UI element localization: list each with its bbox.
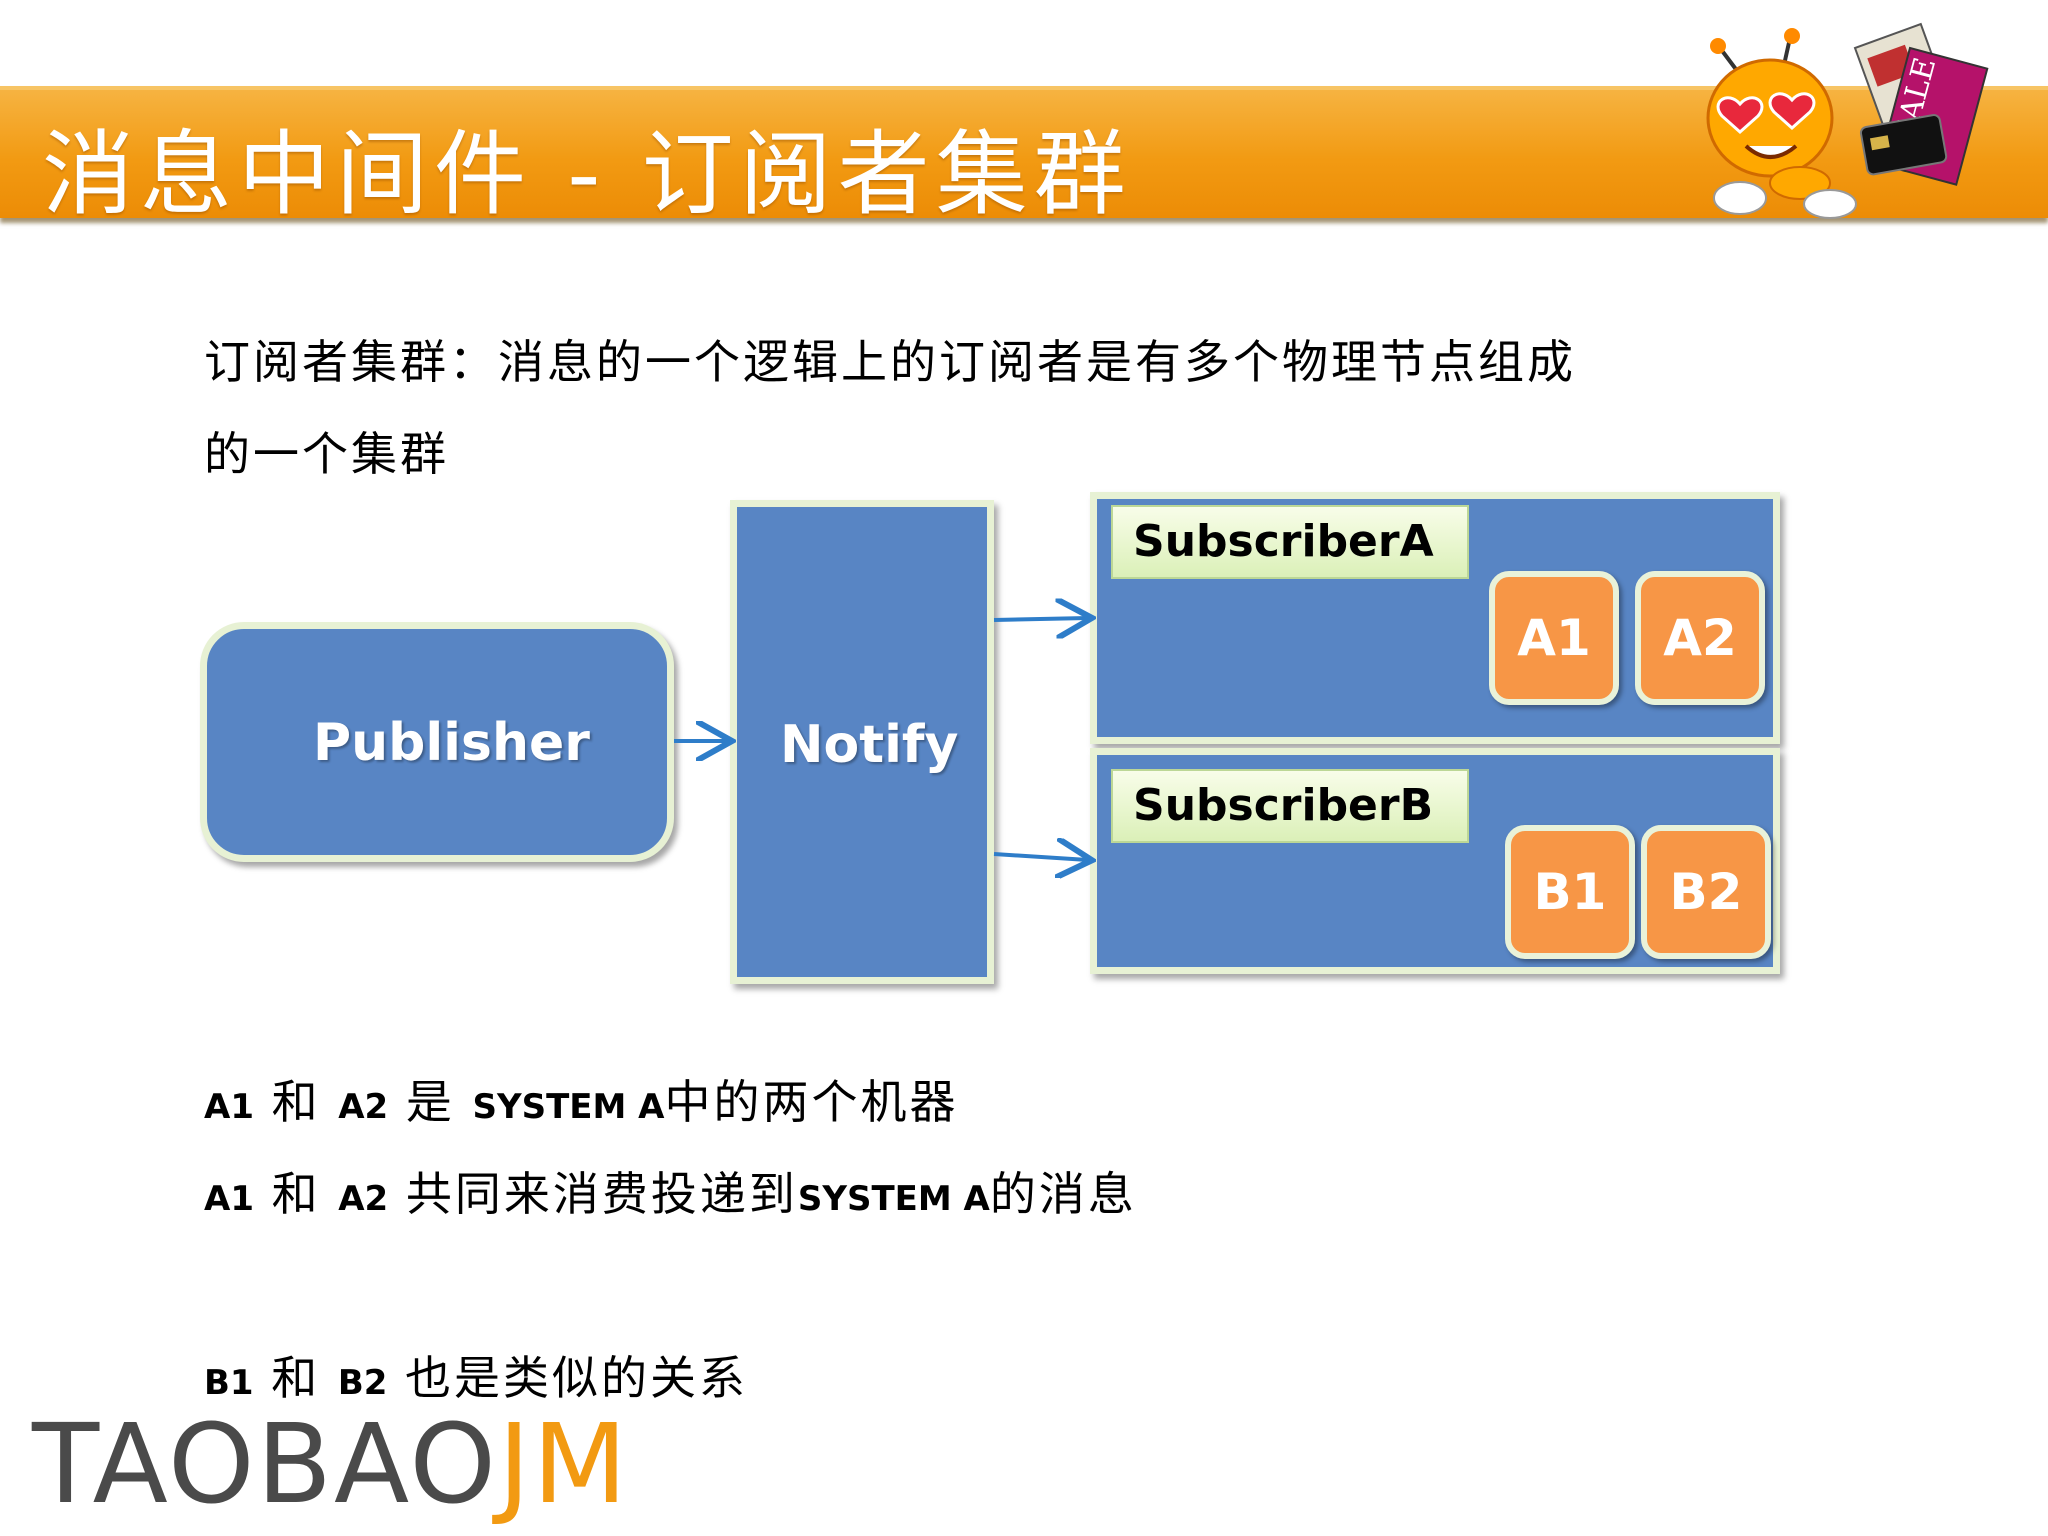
note1-and: 和 <box>271 1075 321 1129</box>
node-b1: B1 <box>1505 825 1635 959</box>
note2-rest: 的消息 <box>989 1167 1137 1221</box>
note2-a1: A1 <box>204 1179 254 1219</box>
note3-and: 和 <box>271 1351 321 1405</box>
node-b2: B2 <box>1641 825 1771 959</box>
subscriber-b-label: SubscriberB <box>1111 769 1469 843</box>
slide-title: 消息中间件 - 订阅者集群 <box>42 121 1132 228</box>
note1-is: 是 <box>405 1075 455 1129</box>
note2-a2: A2 <box>338 1179 389 1219</box>
shopping-mascot-illustration: SALE <box>1706 22 1989 219</box>
title-bar <box>0 86 2048 218</box>
note1-rest: 中的两个机器 <box>664 1075 959 1129</box>
arrow-notify-to-subscriber-a <box>993 618 1088 620</box>
note3-b2: B2 <box>337 1363 388 1403</box>
definition-line-2: 的一个集群 <box>204 427 449 481</box>
note1-a2: A2 <box>338 1087 389 1127</box>
notify-label: Notify <box>780 715 959 775</box>
subscriber-a-label: SubscriberA <box>1111 505 1469 579</box>
note3-rest: 也是类似的关系 <box>405 1351 749 1405</box>
logo-part-taobao: TAOBAO <box>32 1400 498 1528</box>
note1-system: SYSTEM A <box>472 1087 665 1127</box>
logo-part-jm: JM <box>497 1400 630 1528</box>
definition-line-1: 订阅者集群：消息的一个逻辑上的订阅者是有多个物理节点组成 <box>204 335 1576 389</box>
note2-and: 和 <box>271 1167 321 1221</box>
publisher-label: Publisher <box>313 713 590 773</box>
publisher-box: Publisher <box>200 622 674 862</box>
note1-a1: A1 <box>204 1087 254 1127</box>
node-a1: A1 <box>1489 571 1619 705</box>
note2-system: SYSTEM A <box>797 1179 990 1219</box>
taobao-jm-logo: TAOBAOJM <box>32 1400 629 1528</box>
note-line-1: A1 和 A2 是 SYSTEM A中的两个机器 <box>204 1066 958 1132</box>
note3-b1: B1 <box>204 1363 254 1403</box>
subscriber-a-box: SubscriberA A1 A2 <box>1090 492 1780 744</box>
notify-box: Notify <box>730 500 994 984</box>
node-a2: A2 <box>1635 571 1765 705</box>
arrow-notify-to-subscriber-b <box>993 854 1088 860</box>
note-line-3: B1 和 B2 也是类似的关系 <box>204 1342 748 1408</box>
subscriber-b-box: SubscriberB B1 B2 <box>1090 748 1780 974</box>
note2-mid: 共同来消费投递到 <box>405 1167 798 1221</box>
note-line-2: A1 和 A2 共同来消费投递到SYSTEM A的消息 <box>204 1158 1137 1224</box>
